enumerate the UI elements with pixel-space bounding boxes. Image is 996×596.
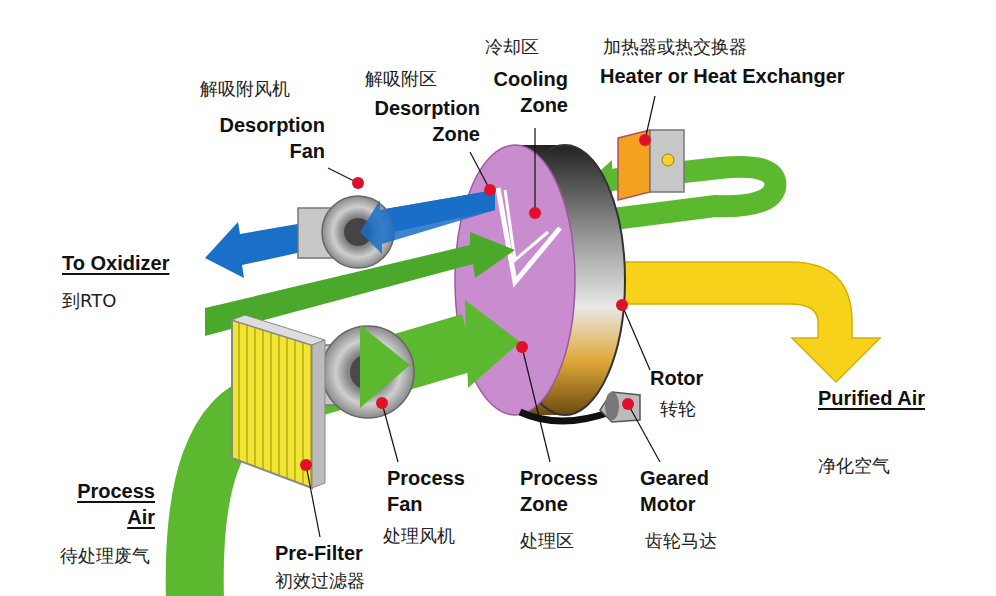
inlet-label-zh: 待处理废气: [60, 545, 150, 567]
motor-label-zh: 齿轮马达: [645, 530, 717, 552]
zone-label: Process Zone: [520, 465, 620, 517]
callout-dots: [300, 134, 651, 471]
heater-label: Heater or Heat Exchanger: [600, 63, 845, 89]
rotor-label-zh: 转轮: [660, 398, 696, 420]
outlet-label-zh: 净化空气: [818, 455, 890, 477]
heater: [618, 130, 650, 200]
geared-motor: [600, 392, 640, 422]
inlet-label: Process Air: [55, 478, 155, 530]
zone-label: Cooling Zone: [470, 66, 568, 118]
process-arrow: [465, 300, 520, 388]
fan-label-zh: 处理风机: [383, 525, 455, 547]
filter-label-zh: 初效过滤器: [275, 570, 365, 592]
outlet-label: To Oxidizer: [62, 250, 169, 276]
zone-label-zh: 解吸附区: [365, 68, 437, 90]
zone-label-zh: 处理区: [520, 530, 574, 552]
zone-divider: [498, 188, 560, 282]
leader-lines: [306, 96, 660, 537]
zone-label-zh: 冷却区: [485, 36, 539, 58]
motor-label: Geared Motor: [640, 465, 750, 517]
zone-label: Desorption Zone: [350, 95, 480, 147]
pre-filter: [232, 320, 312, 488]
outlet-label-zh: 到RTO: [62, 290, 116, 312]
rotor-label: Rotor: [650, 365, 703, 391]
rotor-face: [455, 145, 575, 415]
fan-label-zh: 解吸附风机: [200, 78, 290, 100]
heater-label-zh: 加热器或热交换器: [603, 36, 747, 58]
outlet-label: Purified Air: [818, 385, 928, 411]
desorption-air-arrow: [205, 190, 495, 278]
fan-label: Process Fan: [387, 465, 487, 517]
fan-label: Desorption Fan: [188, 112, 325, 164]
filter-label: Pre-Filter: [275, 540, 363, 566]
